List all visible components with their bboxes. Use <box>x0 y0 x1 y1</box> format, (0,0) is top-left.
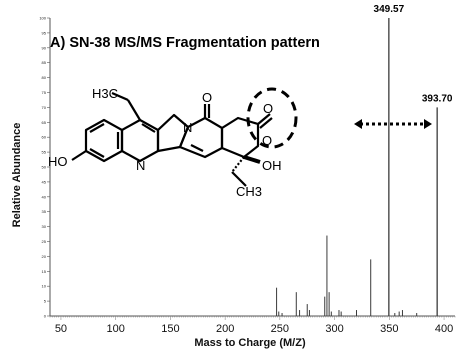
x-axis-title: Mass to Charge (M/Z) <box>194 337 306 349</box>
y-tick-label: 50 <box>42 165 47 170</box>
chart-title: A) SN-38 MS/MS Fragmentation pattern <box>50 35 320 51</box>
y-tick-label: 10 <box>42 284 47 289</box>
ketone-oxygen-label: O <box>202 90 212 105</box>
plot-axes <box>49 18 455 317</box>
ring-e <box>220 116 260 159</box>
lactone-oxygen-label: O <box>263 101 273 116</box>
x-tick-label: 200 <box>216 323 234 335</box>
y-tick-label: 65 <box>42 120 47 125</box>
y-tick-label: 5 <box>44 299 47 304</box>
y-tick-label: 85 <box>42 60 47 65</box>
x-tick-label: 150 <box>161 323 179 335</box>
peak-label: 349.57 <box>374 4 405 15</box>
y-tick-label: 20 <box>42 254 47 259</box>
ring-oxygen-label: O <box>262 133 272 148</box>
peak-labels: 349.57 393.70 <box>374 4 453 104</box>
y-tick-label: 55 <box>42 150 47 155</box>
y-tick-label: 100 <box>39 16 46 21</box>
x-tick-label: 100 <box>106 323 124 335</box>
y-tick-label: 95 <box>42 30 47 35</box>
methyl-label: CH3 <box>236 184 262 199</box>
x-tick-label: 300 <box>325 323 343 335</box>
ring-a <box>84 118 124 163</box>
ring-nitrogen-label: N <box>136 158 145 173</box>
top-nitrogen-label: N <box>183 120 192 135</box>
x-axis-ticks: 50 100 150 200 250 300 350 400 <box>49 316 456 335</box>
spectrum-peaks <box>276 18 438 316</box>
ethyl-label: H3C <box>92 86 118 101</box>
y-tick-label: 90 <box>42 45 47 50</box>
x-tick-label: 400 <box>435 323 453 335</box>
x-tick-label: 250 <box>271 323 289 335</box>
x-tick-label: 50 <box>55 323 67 335</box>
hydroxy-label: HO <box>48 154 68 169</box>
mass-difference-arrow <box>354 119 432 129</box>
y-tick-label: 25 <box>42 239 47 244</box>
ring-b <box>120 118 160 163</box>
x-tick-label: 350 <box>380 323 398 335</box>
y-tick-label: 15 <box>42 269 47 274</box>
y-tick-label: 40 <box>42 194 47 199</box>
y-axis-title: Relative Abundance <box>11 123 23 228</box>
y-tick-label: 70 <box>42 105 47 110</box>
y-tick-label: 45 <box>42 179 47 184</box>
peak-label: 393.70 <box>422 93 453 104</box>
y-axis-ticks: 0 5 10 15 20 25 30 35 40 45 50 55 60 65 70 75 80 85 90 95 10… <box>39 16 50 319</box>
y-tick-label: 60 <box>42 135 47 140</box>
y-tick-label: 75 <box>42 90 47 95</box>
hydroxyl-oh-label: OH <box>262 158 282 173</box>
y-tick-label: 80 <box>42 75 47 80</box>
y-tick-label: 0 <box>44 314 47 319</box>
y-tick-label: 30 <box>42 224 47 229</box>
structure-labels: H3C HO N N O O O OH CH3 <box>48 86 282 199</box>
sn38-structure <box>71 87 298 187</box>
y-tick-label: 35 <box>42 209 47 214</box>
